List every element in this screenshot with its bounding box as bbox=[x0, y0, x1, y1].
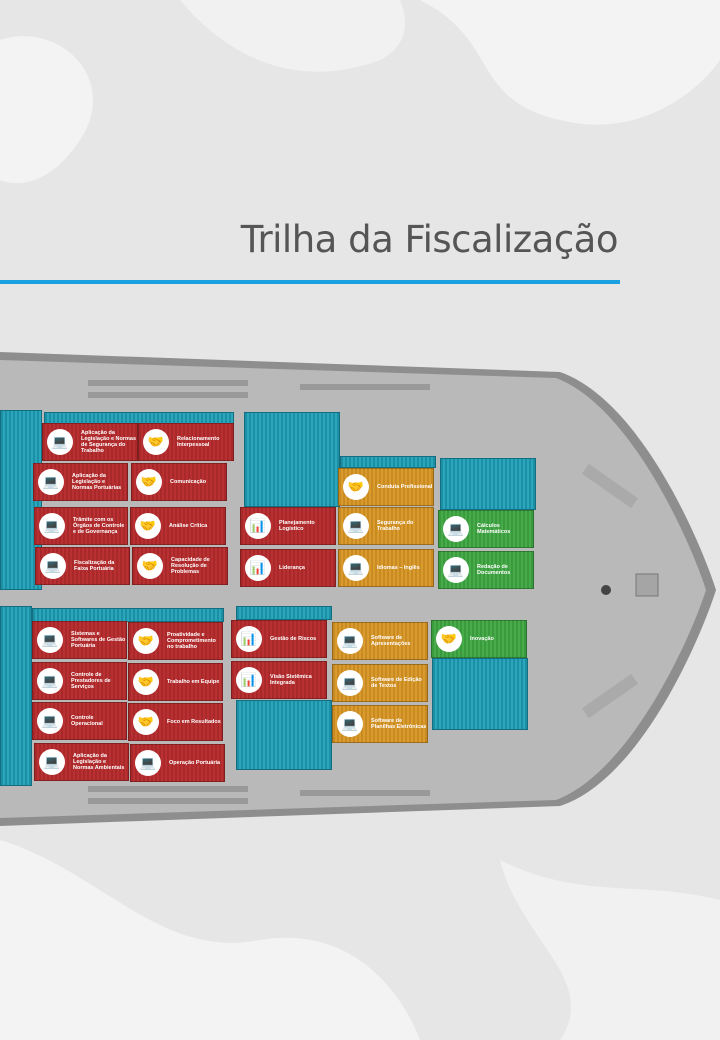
laptop-icon: 💻 bbox=[337, 711, 363, 737]
container-label: Controle Operacional bbox=[71, 715, 103, 727]
container-red[interactable]: 💻 Fiscalização da Faixa Portuária bbox=[35, 547, 130, 585]
handshake-icon: 🤝 bbox=[133, 669, 159, 695]
container-red[interactable]: 🤝 Trabalho em Equipe bbox=[128, 663, 223, 701]
handshake-icon: 🤝 bbox=[133, 628, 159, 654]
page-title: Trilha da Fiscalização bbox=[240, 218, 619, 261]
container-label: Foco em Resultados bbox=[167, 719, 221, 725]
container-stack bbox=[440, 458, 536, 510]
container-red[interactable]: 💻 Controle de Prestadores de Serviços bbox=[32, 662, 127, 700]
handshake-icon: 🤝 bbox=[436, 626, 462, 652]
container-label: Operação Portuária bbox=[169, 760, 221, 766]
container-label: Sistemas e Softwares de Gestão Portuária bbox=[71, 631, 126, 649]
container-red[interactable]: 🤝 Proatividade e Comprometimento no traba… bbox=[128, 622, 223, 660]
container-red[interactable]: 📊 Planejamento Logístico bbox=[240, 507, 336, 545]
container-label: Análise Crítica bbox=[169, 523, 208, 529]
container-stack bbox=[244, 412, 340, 507]
presentation-icon: 📊 bbox=[236, 667, 262, 693]
container-green[interactable]: 💻 Redação de Documentos bbox=[438, 551, 534, 589]
container-orange[interactable]: 🤝 Conduta Profissional bbox=[338, 468, 434, 506]
title-underline bbox=[0, 280, 620, 284]
laptop-icon: 💻 bbox=[37, 668, 63, 694]
container-label: Software de Edição de Textos bbox=[371, 677, 422, 689]
container-label: Proatividade e Comprometimento no trabal… bbox=[167, 632, 216, 650]
presentation-icon: 📊 bbox=[245, 513, 271, 539]
laptop-icon: 💻 bbox=[37, 708, 63, 734]
container-label: Relacionamento Interpessoal bbox=[177, 436, 220, 448]
laptop-icon: 💻 bbox=[38, 469, 64, 495]
container-stack bbox=[236, 700, 332, 770]
container-label: Gestão de Riscos bbox=[270, 636, 317, 642]
container-label: Liderança bbox=[279, 565, 305, 571]
container-green[interactable]: 🤝 Inovação bbox=[431, 620, 527, 658]
container-label: Aplicação da Legislação e Normas de Segu… bbox=[81, 430, 137, 454]
container-red[interactable]: 💻 Operação Portuária bbox=[130, 744, 225, 782]
container-green[interactable]: 💻 Cálculos Matemáticos bbox=[438, 510, 534, 548]
container-label: Inovação bbox=[470, 636, 494, 642]
laptop-icon: 💻 bbox=[337, 670, 363, 696]
laptop-icon: 💻 bbox=[343, 513, 369, 539]
container-label: Idiomas – Inglês bbox=[377, 565, 420, 571]
container-red[interactable]: 🤝 Capacidade de Resolução de Problemas bbox=[132, 547, 228, 585]
container-orange[interactable]: 💻 Segurança do Trabalho bbox=[338, 507, 434, 545]
container-stack bbox=[236, 606, 332, 620]
laptop-icon: 💻 bbox=[443, 516, 469, 542]
laptop-icon: 💻 bbox=[337, 628, 363, 654]
container-red[interactable]: 🤝 Análise Crítica bbox=[130, 507, 226, 545]
container-label: Fiscalização da Faixa Portuária bbox=[74, 560, 115, 572]
container-orange[interactable]: 💻 Idiomas – Inglês bbox=[338, 549, 434, 587]
container-orange[interactable]: 💻 Software de Edição de Textos bbox=[332, 664, 428, 702]
container-red[interactable]: 💻 Aplicação da Legislação e Normas de Seg… bbox=[42, 423, 138, 461]
container-label: Cálculos Matemáticos bbox=[477, 523, 511, 535]
laptop-icon: 💻 bbox=[39, 749, 65, 775]
presentation-icon: 📊 bbox=[245, 555, 271, 581]
container-red[interactable]: 💻 Trâmite com os Órgãos de Controle e de … bbox=[34, 507, 128, 545]
handshake-icon: 🤝 bbox=[137, 553, 163, 579]
container-label: Visão Sistêmica Integrada bbox=[270, 674, 312, 686]
laptop-icon: 💻 bbox=[443, 557, 469, 583]
container-stack bbox=[32, 608, 224, 622]
container-red[interactable]: 🤝 Foco em Resultados bbox=[128, 703, 223, 741]
laptop-icon: 💻 bbox=[40, 553, 66, 579]
container-label: Aplicação da Legislação e Normas Portuár… bbox=[72, 473, 122, 491]
handshake-icon: 🤝 bbox=[135, 513, 161, 539]
container-stack bbox=[0, 606, 32, 786]
winch-icon bbox=[601, 585, 611, 595]
container-red[interactable]: 📊 Gestão de Riscos bbox=[231, 620, 327, 658]
container-label: Planejamento Logístico bbox=[279, 520, 315, 532]
container-label: Capacidade de Resolução de Problemas bbox=[171, 557, 210, 575]
container-label: Segurança do Trabalho bbox=[377, 520, 414, 532]
container-stack bbox=[340, 456, 436, 468]
container-red[interactable]: 💻 Aplicação da Legislação e Normas Ambien… bbox=[34, 743, 129, 781]
container-red[interactable]: 💻 Controle Operacional bbox=[32, 702, 127, 740]
handshake-icon: 🤝 bbox=[133, 709, 159, 735]
laptop-icon: 💻 bbox=[343, 555, 369, 581]
laptop-icon: 💻 bbox=[47, 429, 73, 455]
container-red[interactable]: 🤝 Comunicação bbox=[131, 463, 227, 501]
container-label: Trabalho em Equipe bbox=[167, 679, 220, 685]
container-label: Conduta Profissional bbox=[377, 484, 433, 490]
laptop-icon: 💻 bbox=[135, 750, 161, 776]
container-label: Software de Planilhas Eletrônicas bbox=[371, 718, 427, 730]
container-red[interactable]: 🤝 Relacionamento Interpessoal bbox=[138, 423, 234, 461]
container-label: Software de Apresentações bbox=[371, 635, 411, 647]
handshake-icon: 🤝 bbox=[136, 469, 162, 495]
container-label: Trâmite com os Órgãos de Controle e de G… bbox=[73, 517, 125, 535]
container-label: Aplicação da Legislação e Normas Ambient… bbox=[73, 753, 125, 771]
handshake-icon: 🤝 bbox=[143, 429, 169, 455]
presentation-icon: 📊 bbox=[236, 626, 262, 652]
container-label: Redação de Documentos bbox=[477, 564, 511, 576]
container-orange[interactable]: 💻 Software de Apresentações bbox=[332, 622, 428, 660]
container-label: Controle de Prestadores de Serviços bbox=[71, 672, 111, 690]
container-red[interactable]: 📊 Liderança bbox=[240, 549, 336, 587]
container-stack bbox=[432, 658, 528, 730]
container-red[interactable]: 💻 Aplicação da Legislação e Normas Portuá… bbox=[33, 463, 128, 501]
handshake-icon: 🤝 bbox=[343, 474, 369, 500]
container-label: Comunicação bbox=[170, 479, 207, 485]
container-red[interactable]: 💻 Sistemas e Softwares de Gestão Portuári… bbox=[32, 621, 127, 659]
container-red[interactable]: 📊 Visão Sistêmica Integrada bbox=[231, 661, 327, 699]
laptop-icon: 💻 bbox=[37, 627, 63, 653]
laptop-icon: 💻 bbox=[39, 513, 65, 539]
container-orange[interactable]: 💻 Software de Planilhas Eletrônicas bbox=[332, 705, 428, 743]
